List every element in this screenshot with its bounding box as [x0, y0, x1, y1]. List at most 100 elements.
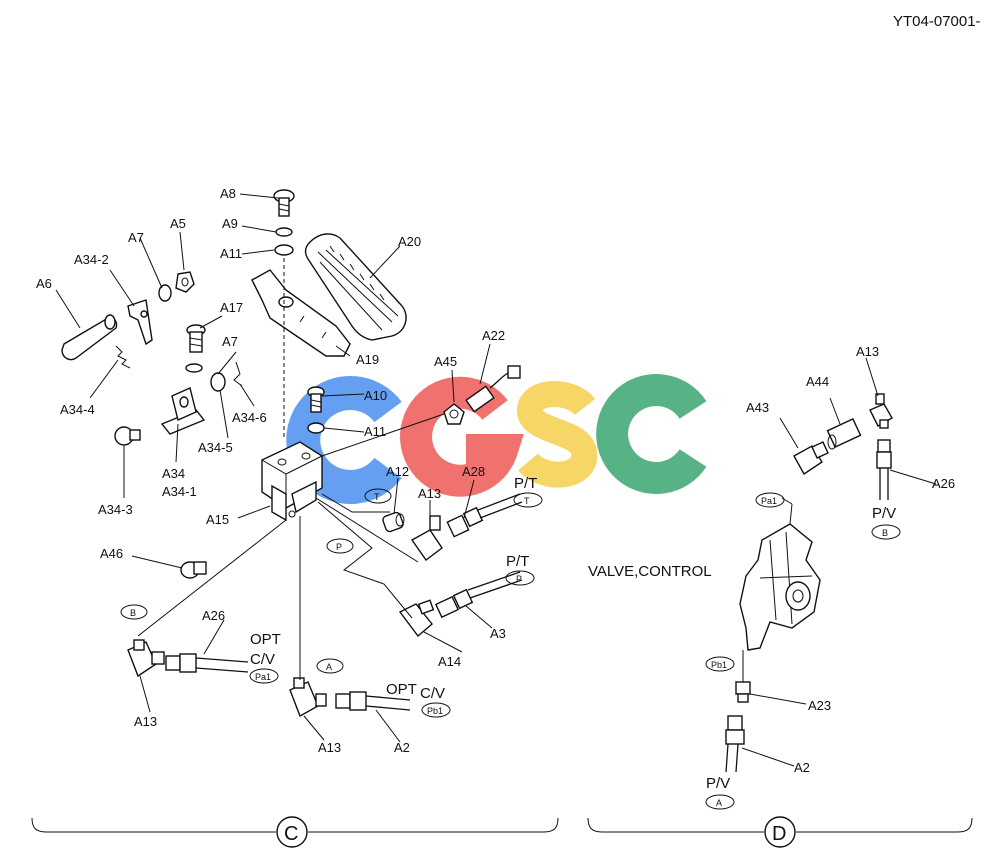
port-oval-pb1-c — [421, 702, 451, 718]
fitting-a23 — [735, 650, 751, 703]
pedal-pad-a20 — [304, 233, 407, 341]
label-a6: A6 — [36, 276, 52, 291]
label-a14: A14 — [438, 654, 461, 669]
label-a17: A17 — [220, 300, 243, 315]
label-a13-d: A13 — [856, 344, 879, 359]
label-a46: A46 — [100, 546, 123, 561]
bolt-a10 — [307, 386, 325, 413]
section-c-labels: A8 A9 A11 A20 A5 A7 A34-2 A6 A17 A7 A34-… — [36, 186, 543, 755]
port-pa1-d: Pa1 — [761, 496, 777, 506]
valve-control-title: VALVE,CONTROL — [588, 563, 712, 580]
port-oval-pb1-d — [705, 656, 735, 672]
label-a12: A12 — [386, 464, 409, 479]
section-d-labels: A13 A44 A43 A26 A23 A2 VALVE,CONTROL Pa1… — [588, 344, 955, 810]
plug-a46 — [180, 561, 207, 579]
port-pa1-c: Pa1 — [255, 672, 271, 682]
dest-pv-top: P/V — [872, 505, 896, 522]
label-a9: A9 — [222, 216, 238, 231]
washer-a11-top — [274, 244, 294, 256]
port-oval-t — [364, 488, 392, 504]
washer-a9 — [275, 227, 293, 237]
port-t: T — [374, 492, 380, 502]
label-a20: A20 — [398, 234, 421, 249]
hose-a2 — [335, 691, 411, 711]
port-p: P — [336, 542, 342, 552]
hose-a26-d — [876, 439, 892, 500]
label-a7-top: A7 — [128, 230, 144, 245]
port-oval-a-d — [705, 794, 735, 810]
port-oval-pa1-c — [249, 668, 279, 684]
hose-a2-d — [725, 715, 745, 773]
watermark-letter-s — [517, 381, 598, 488]
elbow-a13-t — [410, 515, 443, 561]
label-a34-2: A34-2 — [74, 252, 109, 267]
handle-a6 — [61, 314, 118, 361]
label-a19: A19 — [356, 352, 379, 367]
bolt-a8 — [273, 189, 295, 217]
port-b: B — [130, 608, 136, 618]
label-a34-5: A34-5 — [198, 440, 233, 455]
section-c-marker — [276, 816, 308, 848]
label-a5: A5 — [170, 216, 186, 231]
port-pb1-d: Pb1 — [711, 660, 727, 670]
label-a11-mid: A11 — [364, 424, 386, 439]
label-a3: A3 — [490, 626, 506, 641]
label-a34: A34 — [162, 466, 185, 481]
washer-a34-5 — [210, 372, 226, 392]
label-a13-t: A13 — [418, 486, 441, 501]
spring-a34-4 — [115, 345, 131, 369]
bracket-a34 — [160, 387, 206, 435]
label-a10: A10 — [364, 388, 387, 403]
label-a34-1: A34-1 — [162, 484, 197, 499]
port-oval-p-mid — [505, 570, 535, 586]
port-oval-b-d — [871, 524, 901, 540]
dest-opt1-b: C/V — [250, 651, 275, 668]
pedal-arm-a19 — [251, 269, 351, 357]
watermark-letter-g — [400, 376, 524, 497]
hose-a26 — [165, 653, 249, 673]
label-a23: A23 — [808, 698, 831, 713]
label-a11-top: A11 — [220, 246, 242, 261]
port-oval-p — [326, 538, 354, 554]
document-code: YT04-07001- — [893, 13, 981, 30]
elbow-a43 — [793, 441, 829, 476]
nut-a5 — [175, 271, 195, 293]
label-a43: A43 — [746, 400, 769, 415]
section-c-drawing — [55, 189, 523, 743]
dest-pv-bot: P/V — [706, 775, 730, 792]
label-a26-d: A26 — [932, 476, 955, 491]
section-d-marker — [764, 816, 796, 848]
pin-a34-6 — [233, 361, 243, 387]
label-a2: A2 — [394, 740, 410, 755]
label-a15: A15 — [206, 512, 229, 527]
control-valve-body — [739, 503, 821, 651]
label-a13-a: A13 — [318, 740, 341, 755]
label-a2-d: A2 — [794, 760, 810, 775]
elbow-a14 — [398, 599, 435, 638]
label-a7-mid: A7 — [222, 334, 238, 349]
dest-pt-top: P/T — [514, 475, 537, 492]
label-a34-6: A34-6 — [232, 410, 267, 425]
section-d-brace: D — [587, 816, 973, 848]
label-a45: A45 — [434, 354, 457, 369]
dest-opt2-b: C/V — [420, 685, 445, 702]
dest-pv-bot-port: A — [716, 798, 722, 808]
port-oval-b — [120, 604, 148, 620]
washer-a11-mid — [307, 422, 325, 434]
fitting-a45 — [443, 403, 465, 425]
washer-a7-mid — [185, 363, 203, 373]
elbow-a13-b — [127, 639, 165, 678]
label-a44: A44 — [806, 374, 829, 389]
label-a26: A26 — [202, 608, 225, 623]
port-pb1-c: Pb1 — [427, 706, 443, 716]
label-a8: A8 — [220, 186, 236, 201]
elbow-a13-d — [869, 393, 893, 429]
knob-a34-3 — [114, 426, 141, 446]
label-a22: A22 — [482, 328, 505, 343]
pressure-switch-a22 — [465, 365, 521, 413]
washer-a7-top — [158, 284, 172, 302]
bolt-a17 — [186, 324, 206, 353]
label-a13-b: A13 — [134, 714, 157, 729]
section-d-drawing — [725, 357, 937, 773]
